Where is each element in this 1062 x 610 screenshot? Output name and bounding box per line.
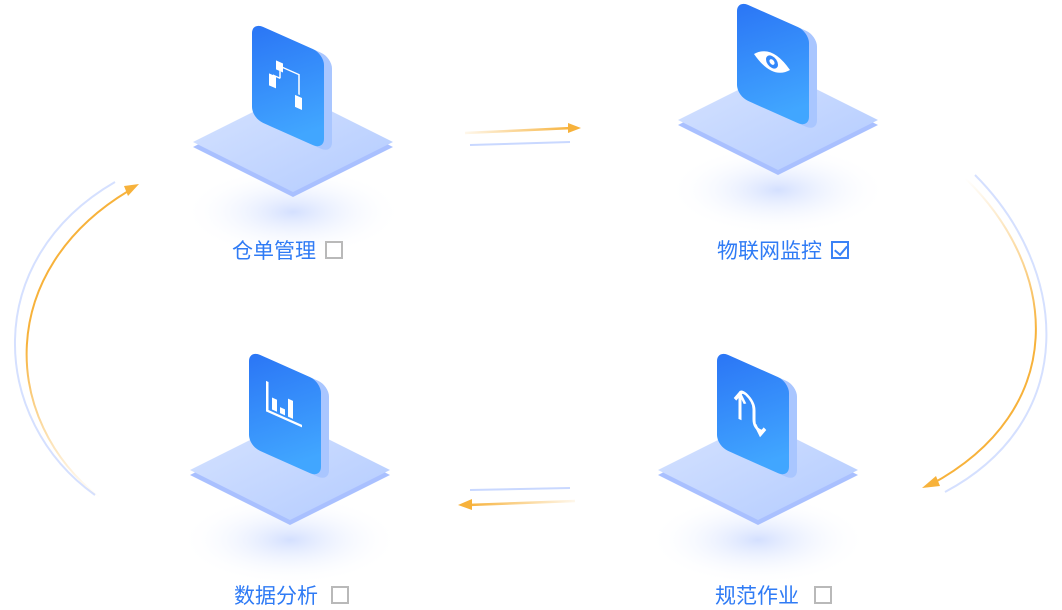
arrow-right-arc: [922, 174, 1048, 493]
checkbox-warehouse-receipt[interactable]: [325, 241, 343, 259]
node-label-data-analysis: 数据分析: [234, 580, 349, 610]
eye-icon: [754, 51, 790, 73]
swap-arrows-icon: [733, 390, 767, 438]
label-text: 物联网监控: [717, 239, 822, 263]
checkbox-iot-monitoring[interactable]: [831, 241, 849, 259]
arrow-top: [464, 123, 581, 146]
node-iot-monitoring[interactable]: [668, 0, 888, 235]
node-data-analysis[interactable]: [180, 350, 400, 585]
node-label-warehouse-receipt: 仓单管理: [232, 235, 343, 265]
label-text: 数据分析: [234, 584, 318, 608]
node-warehouse-receipt[interactable]: [183, 22, 403, 257]
label-text: 规范作业: [715, 584, 799, 608]
arrow-left-arc: [14, 181, 139, 499]
node-label-standard-operation: 规范作业: [715, 580, 832, 610]
label-text: 仓单管理: [232, 239, 316, 263]
checkbox-data-analysis[interactable]: [331, 586, 349, 604]
checkbox-standard-operation[interactable]: [814, 586, 832, 604]
node-standard-operation[interactable]: [648, 350, 868, 585]
node-label-iot-monitoring: 物联网监控: [717, 235, 849, 265]
bar-chart-icon: [266, 380, 302, 428]
arrow-bottom: [458, 487, 576, 510]
flowchart-icon: [269, 60, 302, 111]
